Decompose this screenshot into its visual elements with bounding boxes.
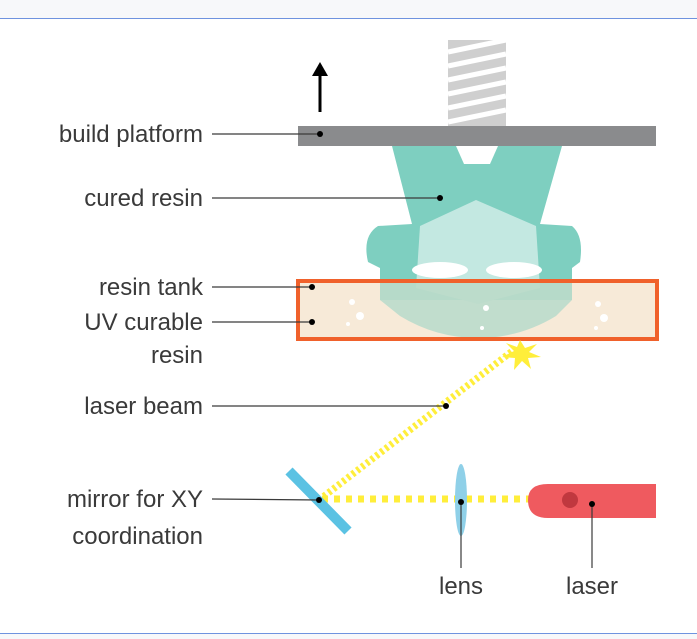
build-platform <box>298 126 656 146</box>
label-cured-resin: cured resin <box>84 185 203 212</box>
resin-bubbles <box>346 299 608 330</box>
resin-tank <box>296 279 659 341</box>
top-divider <box>0 0 697 19</box>
leader-dots <box>309 131 595 507</box>
laser-beam <box>316 346 532 503</box>
label-uv-curable-1: UV curable <box>84 309 203 336</box>
up-arrow-icon <box>312 62 328 112</box>
label-uv-curable-2: resin <box>151 342 203 369</box>
label-mirror-2: coordination <box>72 523 203 550</box>
leader-lines <box>211 133 593 568</box>
lead-screw <box>447 37 507 126</box>
cure-spot-starburst <box>502 340 541 370</box>
label-resin-tank: resin tank <box>99 274 204 301</box>
label-laser: laser <box>566 573 618 600</box>
bottom-divider <box>0 633 697 639</box>
cured-resin-part <box>366 146 581 304</box>
label-lens: lens <box>439 573 483 600</box>
label-mirror-1: mirror for XY <box>67 486 203 513</box>
label-build-platform: build platform <box>59 121 203 148</box>
label-laser-beam: laser beam <box>84 393 203 420</box>
